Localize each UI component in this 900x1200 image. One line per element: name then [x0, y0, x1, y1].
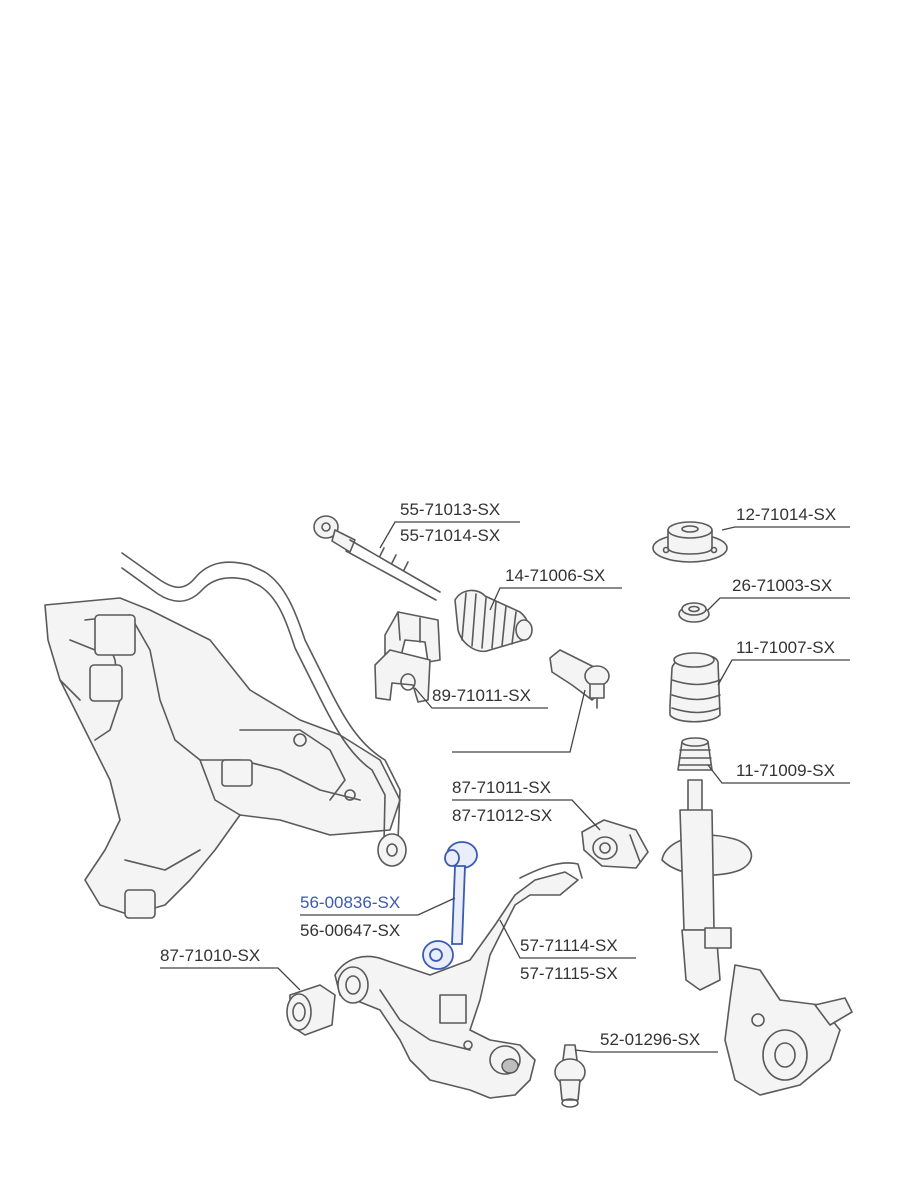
part-labels: 55-71013-SX 55-71014-SX 14-71006-SX 89-7…: [160, 500, 836, 1049]
label-lower-arm-1: 57-71114-SX: [520, 936, 618, 955]
label-strut-mount: 12-71014-SX: [736, 505, 836, 524]
label-steering-boot: 14-71006-SX: [505, 566, 605, 585]
arm-bushing-drawing: [581, 819, 649, 869]
label-ball-joint: 52-01296-SX: [600, 1030, 700, 1049]
stabilizer-link-drawing: [422, 841, 478, 970]
label-tie-rod-2: 55-71014-SX: [400, 526, 500, 545]
bearing-drawing: [678, 602, 710, 623]
label-front-bushing: 87-71010-SX: [160, 946, 260, 965]
stabilizer-bar-drawing: [121, 552, 407, 867]
inner-tie-rod-drawing: [313, 515, 441, 601]
strut-assembly-drawing: [661, 779, 853, 1096]
label-stabilizer-link-highlight: 56-00836-SX: [300, 893, 400, 912]
ball-joint-drawing: [554, 1044, 586, 1108]
strut-mount-drawing: [652, 521, 728, 563]
label-bump-stop: 11-71009-SX: [736, 761, 835, 780]
steering-boot-drawing: [454, 589, 533, 652]
tie-rod-end-drawing: [549, 649, 610, 709]
stabilizer-bushings-drawing: [374, 611, 441, 703]
label-stabilizer-link: 56-00647-SX: [300, 921, 400, 940]
label-bearing: 26-71003-SX: [732, 576, 832, 595]
label-tie-rod-1: 55-71013-SX: [400, 500, 500, 519]
label-dust-boot: 11-71007-SX: [736, 638, 835, 657]
label-arm-bushing-1: 87-71011-SX: [452, 778, 551, 797]
lower-control-arm-drawing: [334, 862, 583, 1099]
bump-stop-drawing: [677, 737, 713, 771]
leader-lines: [160, 521, 850, 1053]
dust-boot-drawing: [669, 652, 721, 723]
subframe-drawing: [44, 597, 401, 919]
label-lower-arm-2: 57-71115-SX: [520, 964, 618, 983]
label-stabilizer-bushing: 89-71011-SX: [432, 686, 531, 705]
front-bushing-drawing: [286, 984, 336, 1036]
label-arm-bushing-2: 87-71012-SX: [452, 806, 552, 825]
